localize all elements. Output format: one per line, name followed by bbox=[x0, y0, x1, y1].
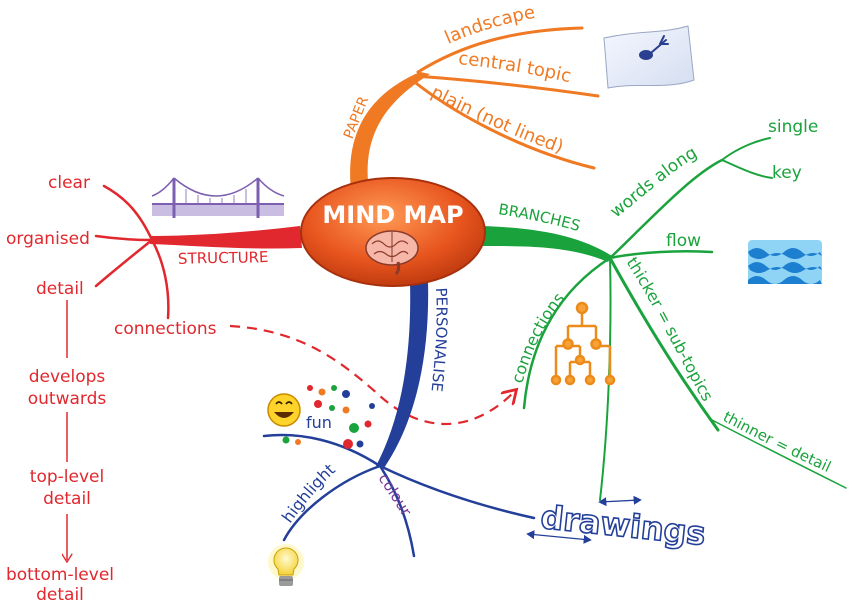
top-level-label-line1: top-level bbox=[30, 467, 104, 487]
bridge-icon bbox=[151, 177, 285, 218]
central-topic: MIND MAP bbox=[300, 177, 486, 287]
key-line bbox=[721, 159, 773, 179]
structure-connections-line bbox=[150, 238, 170, 320]
develops-label-line1: develops bbox=[29, 367, 106, 387]
key-label: key bbox=[772, 163, 802, 183]
smiley-icon bbox=[267, 393, 301, 427]
thinner-line bbox=[711, 419, 847, 489]
plain-line bbox=[410, 78, 596, 170]
thicker-label: thicker = sub-topics bbox=[623, 254, 718, 405]
drawings-artwork: drawings bbox=[526, 495, 708, 554]
fun-label: fun bbox=[306, 413, 332, 432]
structure-connections-label: connections bbox=[114, 319, 217, 339]
bottom-level-label-line1: bottom-level bbox=[6, 565, 114, 585]
bottom-level-label-line2: detail bbox=[36, 585, 84, 603]
flow-label: flow bbox=[666, 231, 701, 251]
detail-label: detail bbox=[36, 279, 84, 299]
words-along-label: words along bbox=[607, 143, 701, 222]
develops-label-line2: outwards bbox=[28, 389, 107, 409]
single-label: single bbox=[768, 117, 818, 137]
central-topic-line bbox=[413, 74, 600, 98]
branches-connections-label: connections bbox=[508, 289, 569, 385]
connection-arrow bbox=[229, 324, 514, 425]
drawings-line bbox=[378, 464, 536, 520]
detail-line bbox=[94, 238, 154, 288]
top-level-label-line2: detail bbox=[43, 489, 91, 509]
clear-line bbox=[102, 184, 154, 242]
personalise-main-branch bbox=[376, 282, 429, 468]
fun-line bbox=[262, 433, 382, 468]
central-title: MIND MAP bbox=[322, 201, 463, 229]
clear-label: clear bbox=[48, 173, 90, 193]
structure-label: STRUCTURE bbox=[178, 248, 269, 268]
personalise-branch: PERSONALISE fun highlight colour drawing… bbox=[262, 282, 708, 586]
branches-branch: BRANCHES words along single key flow thi… bbox=[482, 117, 847, 501]
thinner-label: thinner = detail bbox=[720, 408, 834, 476]
branches-main-branch bbox=[482, 226, 612, 262]
flow-line bbox=[608, 250, 714, 260]
words-along-line bbox=[608, 158, 724, 260]
drawings-label: drawings bbox=[539, 498, 708, 553]
thicker-line bbox=[608, 256, 720, 432]
structure-main-branch bbox=[150, 226, 302, 249]
paper-item-plain: plain (not lined) bbox=[428, 82, 566, 158]
brain-icon bbox=[365, 230, 419, 276]
colour-line bbox=[378, 464, 416, 558]
waves-icon bbox=[748, 240, 822, 284]
landscape-line bbox=[416, 26, 584, 74]
structure-branch: STRUCTURE clear organised detail connect… bbox=[6, 173, 514, 603]
confetti-dots bbox=[282, 385, 375, 449]
personalise-label: PERSONALISE bbox=[427, 287, 450, 392]
paper-sheet-icon bbox=[603, 25, 695, 89]
connections-line bbox=[522, 256, 612, 410]
single-line bbox=[721, 137, 771, 161]
organised-line bbox=[94, 234, 154, 242]
highlight-line bbox=[282, 464, 382, 542]
lightbulb-icon bbox=[268, 544, 304, 586]
paper-branch: PAPER landscape central topic plain (not… bbox=[341, 2, 695, 198]
tree-hierarchy-icon bbox=[550, 301, 616, 386]
colour-label: colour bbox=[375, 470, 416, 520]
organised-label: organised bbox=[6, 229, 90, 249]
